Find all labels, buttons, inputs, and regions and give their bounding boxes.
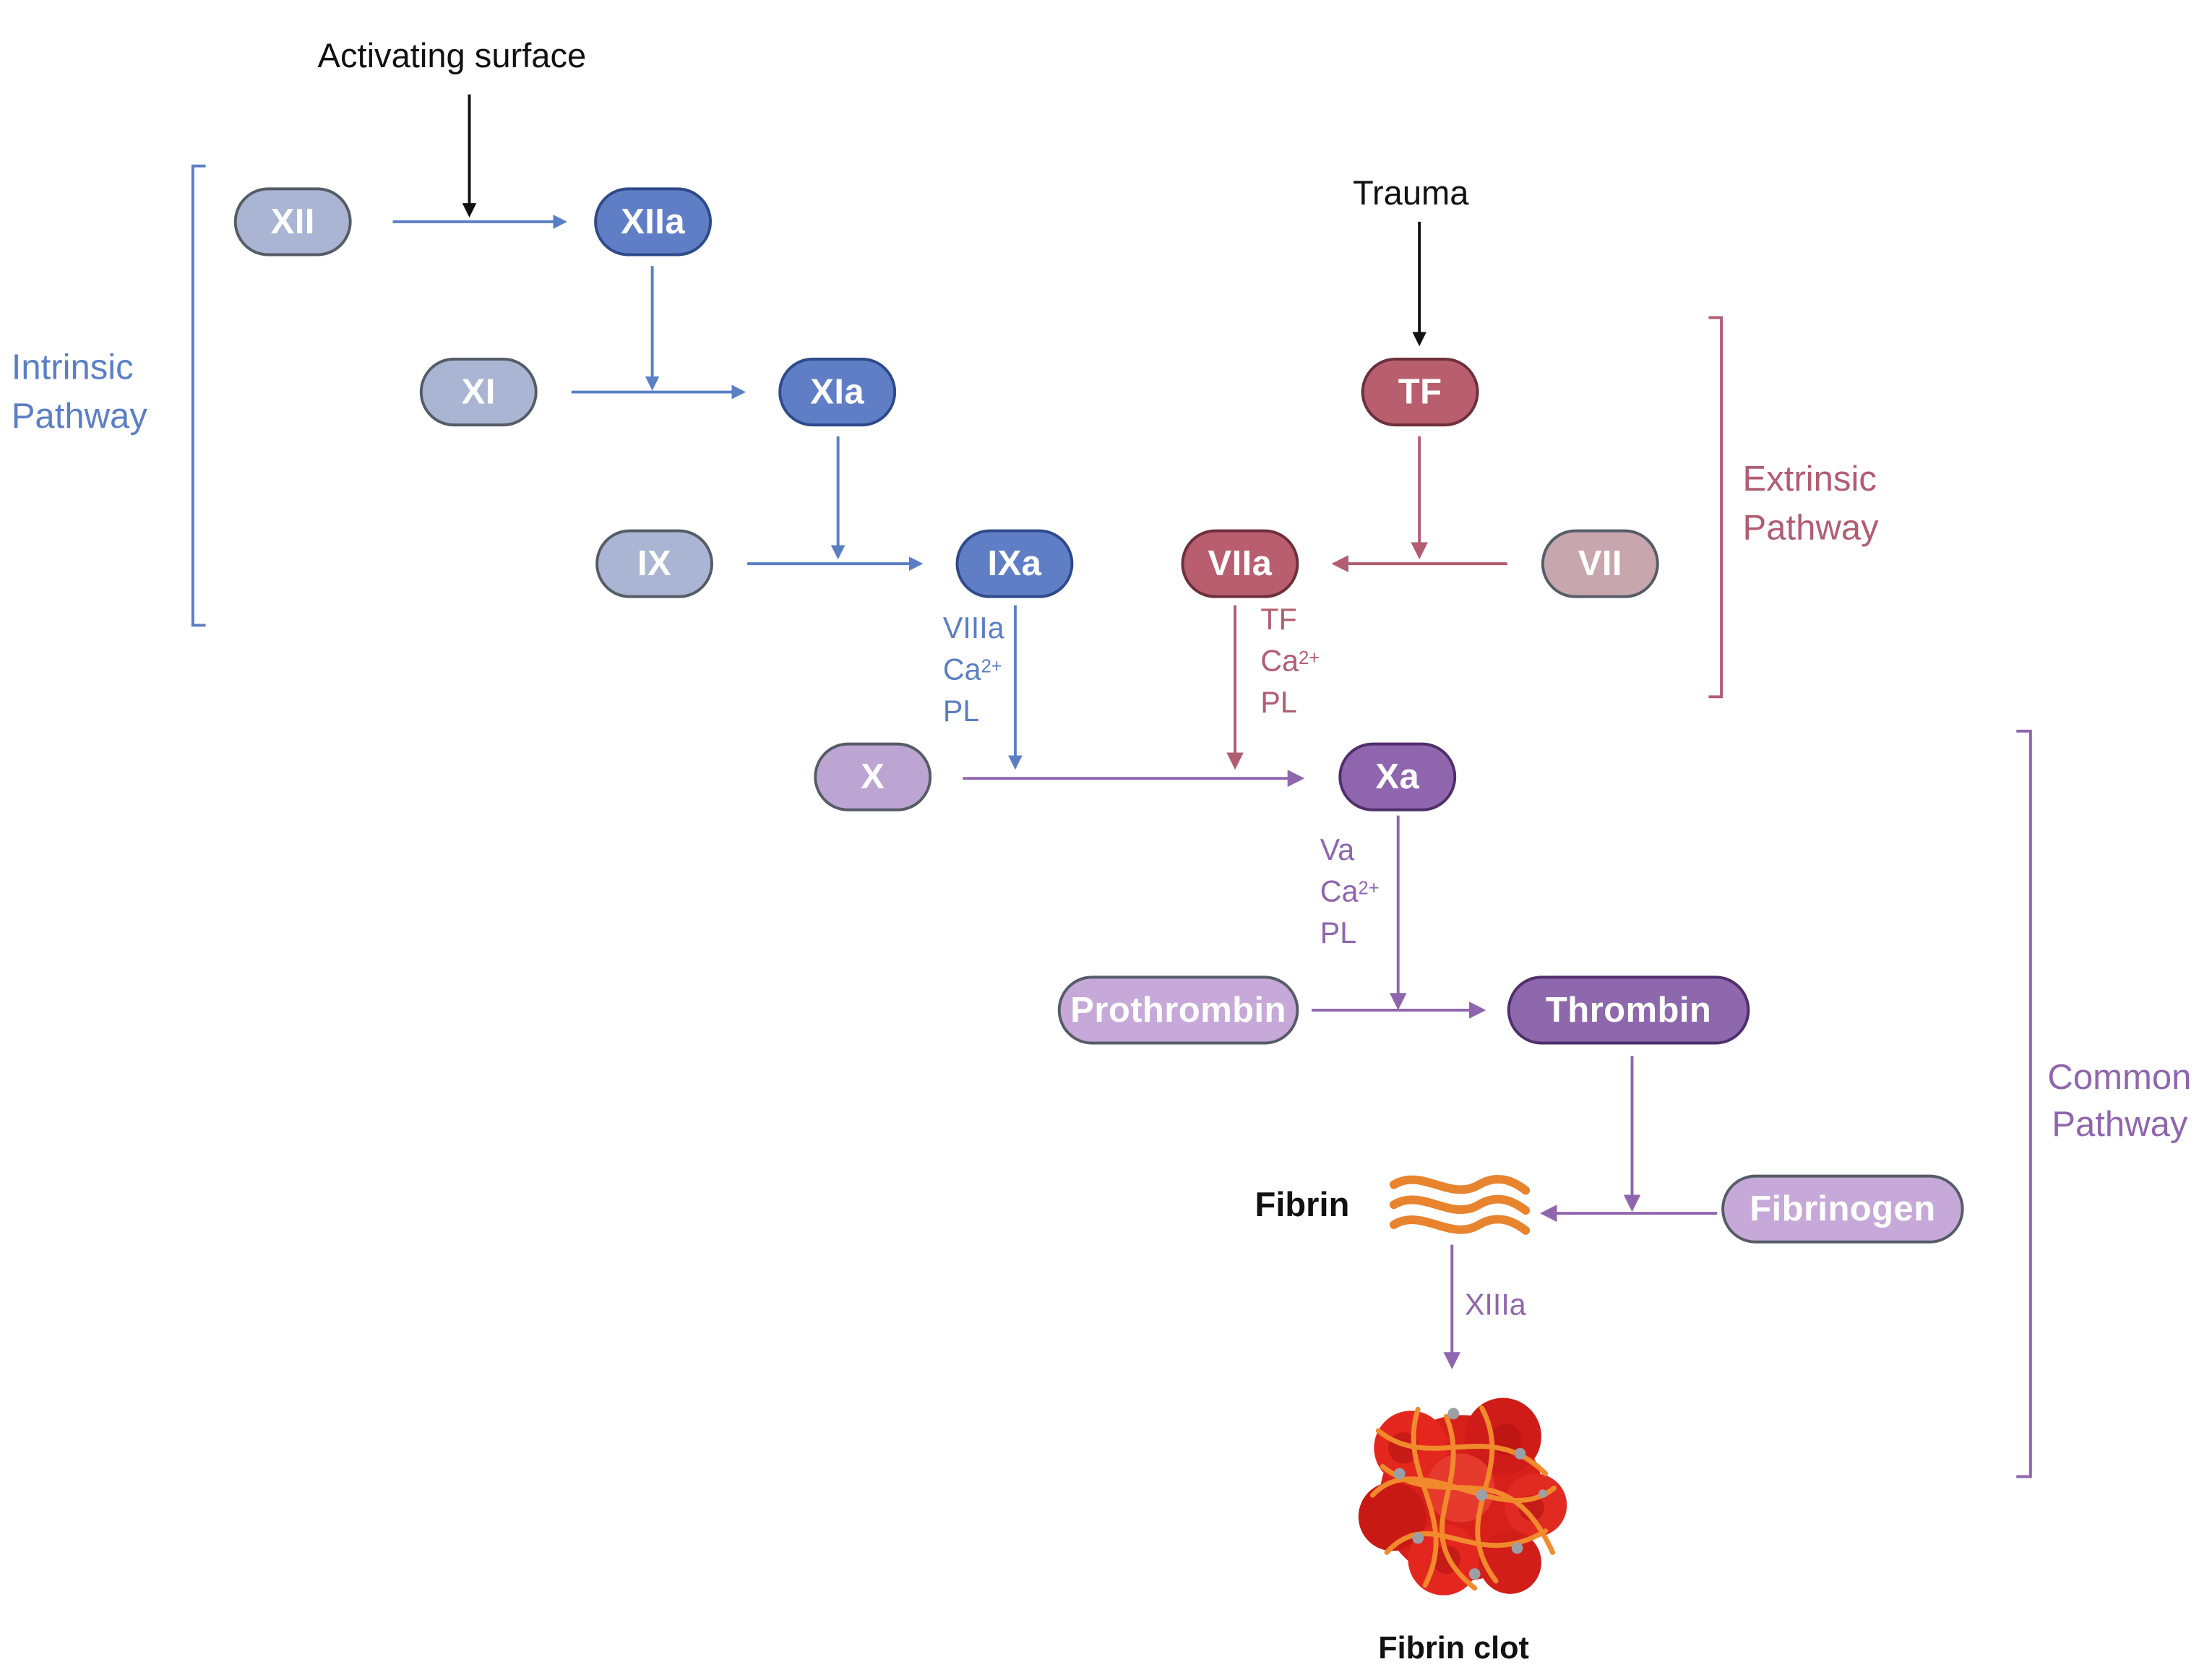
fibrin-strands-icon (1389, 1174, 1531, 1235)
node-vii: VII (1541, 529, 1659, 598)
extrinsic-cofactors: TF Ca2+ PL (1260, 600, 1320, 724)
common-label-line1: Common (2047, 1057, 2192, 1098)
node-xa: Xa (1338, 742, 1457, 811)
cofactor-pl: PL (1320, 917, 1357, 950)
fibrin-label: Fibrin (1255, 1186, 1350, 1225)
cofactor-va: Va (1320, 834, 1355, 867)
fibrin-clot-icon (1358, 1397, 1567, 1595)
intrinsic-cofactors: VIIIa Ca2+ PL (943, 608, 1004, 733)
node-x: X (814, 742, 932, 811)
cofactor-calcium: Ca2+ (942, 653, 1002, 687)
node-xia: XIa (778, 358, 897, 427)
cofactor-calcium: Ca2+ (1320, 875, 1380, 909)
extrinsic-label-line2: Pathway (1742, 507, 1879, 548)
fibrin-clot-label: Fibrin clot (1378, 1629, 1529, 1666)
node-fibrinogen: Fibrinogen (1721, 1174, 1964, 1244)
activating-surface-label: Activating surface (317, 37, 587, 76)
common-label-line2: Pathway (2052, 1104, 2188, 1145)
node-ixa: IXa (955, 529, 1074, 598)
node-ix: IX (595, 529, 713, 598)
node-xiia: XIIa (594, 187, 713, 257)
node-xii: XII (233, 187, 352, 257)
cofactor-calcium: Ca2+ (1260, 645, 1320, 679)
node-tf: TF (1361, 358, 1479, 427)
common-cofactors: Va Ca2+ PL (1320, 830, 1380, 954)
cofactor-tf: TF (1260, 603, 1297, 637)
intrinsic-label-line1: Intrinsic (11, 348, 134, 388)
extrinsic-label-line1: Extrinsic (1742, 459, 1877, 500)
intrinsic-bracket (191, 164, 206, 627)
intrinsic-label-line2: Pathway (11, 396, 147, 436)
cofactor-pl: PL (1260, 686, 1297, 720)
cofactor-viiia: VIIIa (942, 612, 1004, 646)
xiiia-label: XIIIa (1464, 1289, 1526, 1322)
node-thrombin: Thrombin (1507, 975, 1750, 1045)
common-bracket (2016, 729, 2032, 1478)
trauma-label: Trauma (1352, 174, 1469, 214)
cofactor-pl: PL (942, 695, 980, 728)
extrinsic-bracket (1708, 316, 1723, 699)
node-viia: VIIa (1181, 529, 1299, 598)
node-prothrombin: Prothrombin (1057, 975, 1299, 1045)
node-xi: XI (419, 358, 538, 427)
